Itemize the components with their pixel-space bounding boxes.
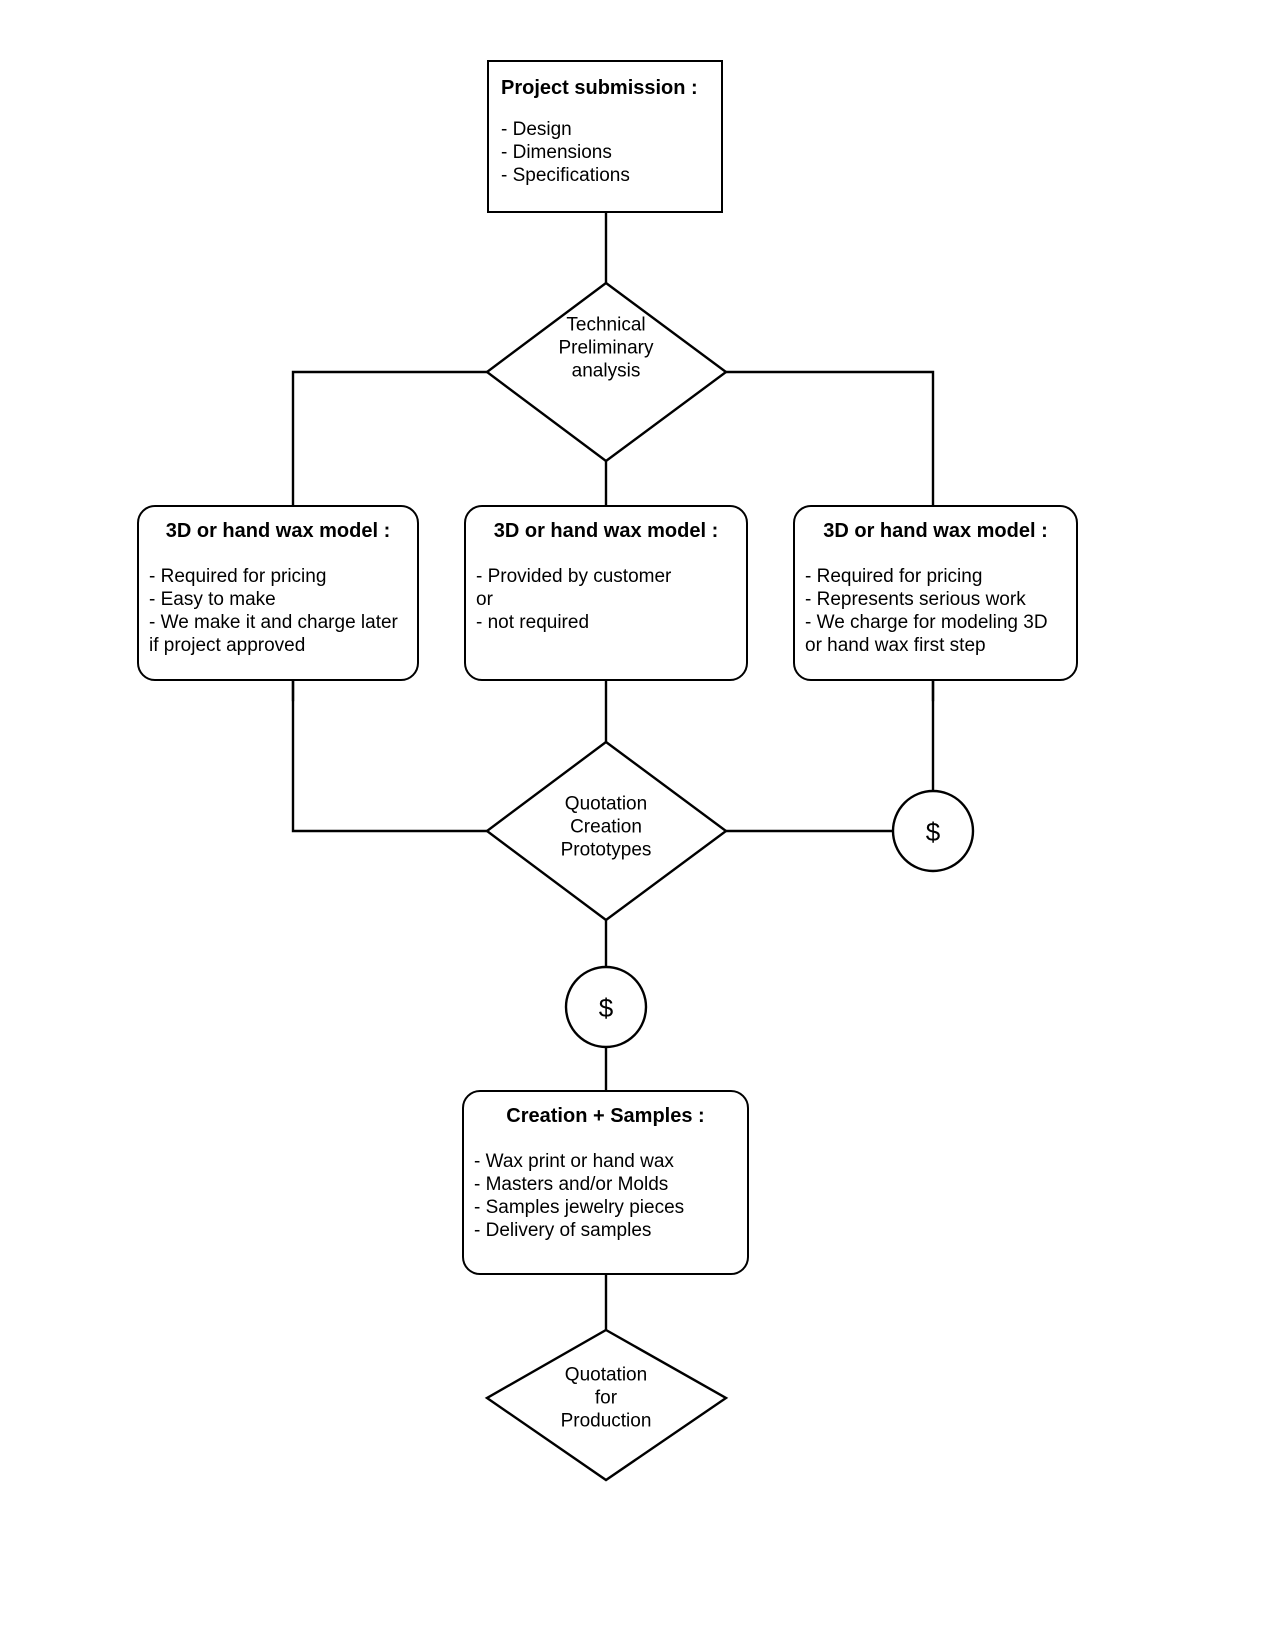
node-creation-samples-title: Creation + Samples : — [506, 1105, 705, 1127]
node-project-submission-body: - Design - Dimensions - Specifications — [501, 119, 630, 186]
node-model-left-title: 3D or hand wax model : — [165, 520, 391, 542]
node-payment-right-label: $ — [925, 817, 941, 847]
diamond-quotation-creation — [484, 740, 729, 922]
circle-payment-right — [891, 789, 975, 873]
node-model-right-body: - Required for pricing - Represents seri… — [805, 566, 1048, 656]
node-payment-center-label: $ — [598, 993, 614, 1023]
circle-payment-center — [564, 965, 648, 1049]
node-model-middle[interactable]: 3D or hand wax model : - Provided by cus… — [464, 505, 748, 681]
diamond-quotation-production — [484, 1328, 729, 1482]
node-project-submission[interactable]: Project submission : - Design - Dimensio… — [487, 60, 723, 213]
node-technical-analysis-label: Technical Preliminary analysis — [558, 314, 654, 382]
node-creation-samples-body: - Wax print or hand wax - Masters and/or… — [474, 1151, 685, 1241]
node-model-left-body: - Required for pricing - Easy to make - … — [149, 566, 398, 656]
node-quotation-production-label: Quotation for Production — [560, 1364, 652, 1432]
node-creation-samples[interactable]: Creation + Samples : - Wax print or hand… — [462, 1090, 749, 1275]
node-quotation-creation-label: Quotation Creation Prototypes — [560, 793, 652, 861]
node-model-middle-body: - Provided by customer or - not required — [476, 566, 672, 633]
node-model-left[interactable]: 3D or hand wax model : - Required for pr… — [137, 505, 419, 681]
diamond-technical-analysis — [484, 281, 729, 463]
node-model-middle-title: 3D or hand wax model : — [493, 520, 719, 542]
node-model-right-title: 3D or hand wax model : — [823, 520, 1048, 542]
node-model-right[interactable]: 3D or hand wax model : - Required for pr… — [793, 505, 1078, 681]
node-project-submission-title: Project submission : — [501, 77, 698, 99]
